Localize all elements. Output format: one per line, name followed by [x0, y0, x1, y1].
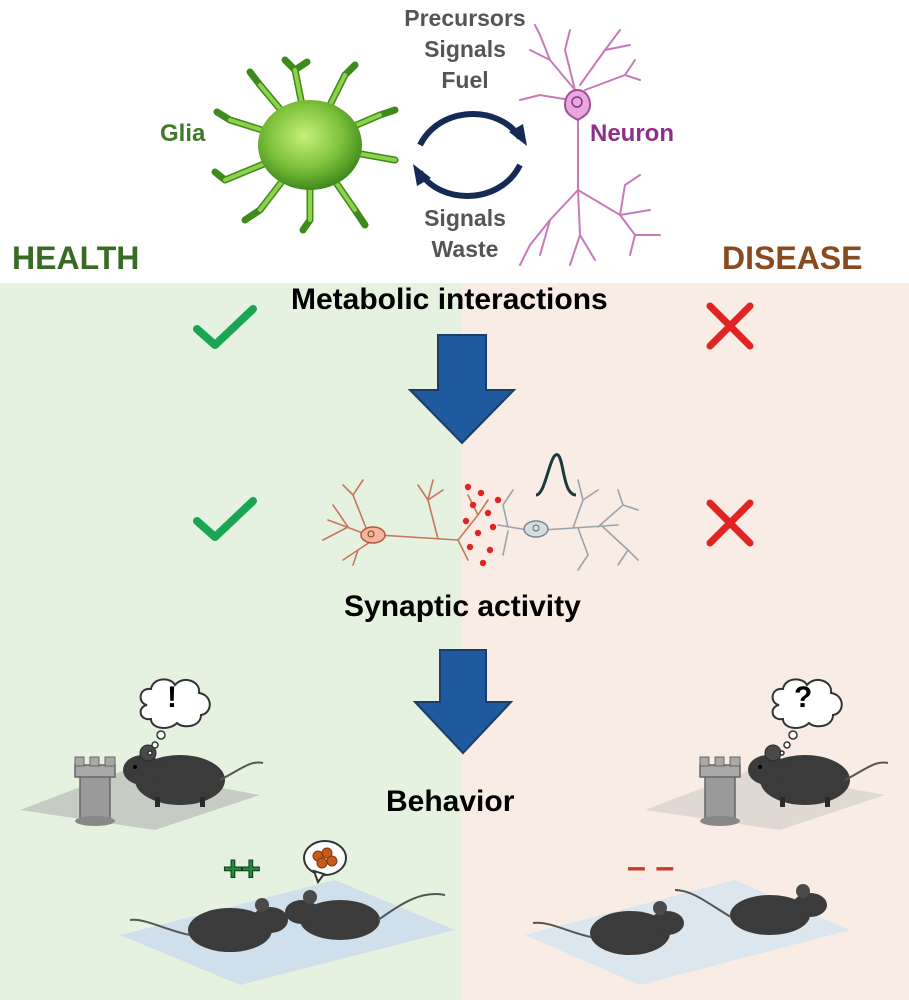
thought-bubble-disease — [771, 678, 843, 756]
rook-icon — [74, 756, 116, 826]
mouse-icon — [129, 898, 288, 952]
disease-object-scene — [645, 744, 889, 830]
glia-label: Glia — [160, 120, 206, 147]
food-speech-bubble — [303, 840, 347, 885]
signals-label-bottom: Signals — [424, 205, 506, 231]
check-icon-synaptic-health — [193, 497, 257, 541]
disease-social-scene — [525, 880, 850, 985]
down-arrow-2 — [412, 649, 514, 755]
disease-label: DISEASE — [722, 240, 863, 276]
metabolic-interactions-label: Metabolic interactions — [291, 283, 608, 316]
health-label: HEALTH — [12, 240, 140, 276]
glia-cell — [211, 56, 399, 234]
to-glia-text: Signals Waste — [370, 203, 560, 265]
precursors-label: Precursors — [404, 5, 526, 31]
behavior-label: Behavior — [386, 785, 515, 818]
synaptic-activity-label: Synaptic activity — [344, 590, 581, 623]
mouse-icon — [748, 744, 889, 807]
waste-label: Waste — [431, 236, 499, 262]
health-panel — [0, 283, 462, 1000]
thought-bubble-health — [139, 678, 211, 756]
mouse-icon — [532, 901, 684, 955]
food-icon — [312, 847, 338, 869]
mouse-icon — [285, 890, 446, 940]
disease-panel — [462, 283, 909, 1000]
fuel-label: Fuel — [441, 67, 489, 93]
neuron-label: Neuron — [590, 120, 674, 147]
rook-icon — [699, 756, 741, 826]
neuron-cell — [519, 24, 661, 266]
exchange-arrows — [413, 111, 527, 199]
decrease-mark: – – — [627, 848, 675, 886]
check-icon-metabolic-health — [193, 305, 257, 349]
to-neuron-text: Precursors Signals Fuel — [370, 3, 560, 96]
mouse-icon — [123, 744, 264, 807]
down-arrow-1 — [407, 334, 517, 445]
mouse-icon — [674, 884, 827, 935]
cross-icon-synaptic-disease — [706, 499, 754, 547]
synapse-illustration — [322, 453, 639, 571]
health-object-scene — [20, 744, 264, 830]
question-mark: ? — [794, 681, 813, 714]
health-social-scene — [120, 880, 455, 985]
increase-mark: ++ — [223, 850, 262, 889]
exclamation-mark: ! — [167, 681, 177, 714]
signals-label-top: Signals — [424, 36, 506, 62]
cross-icon-metabolic-disease — [706, 302, 754, 350]
